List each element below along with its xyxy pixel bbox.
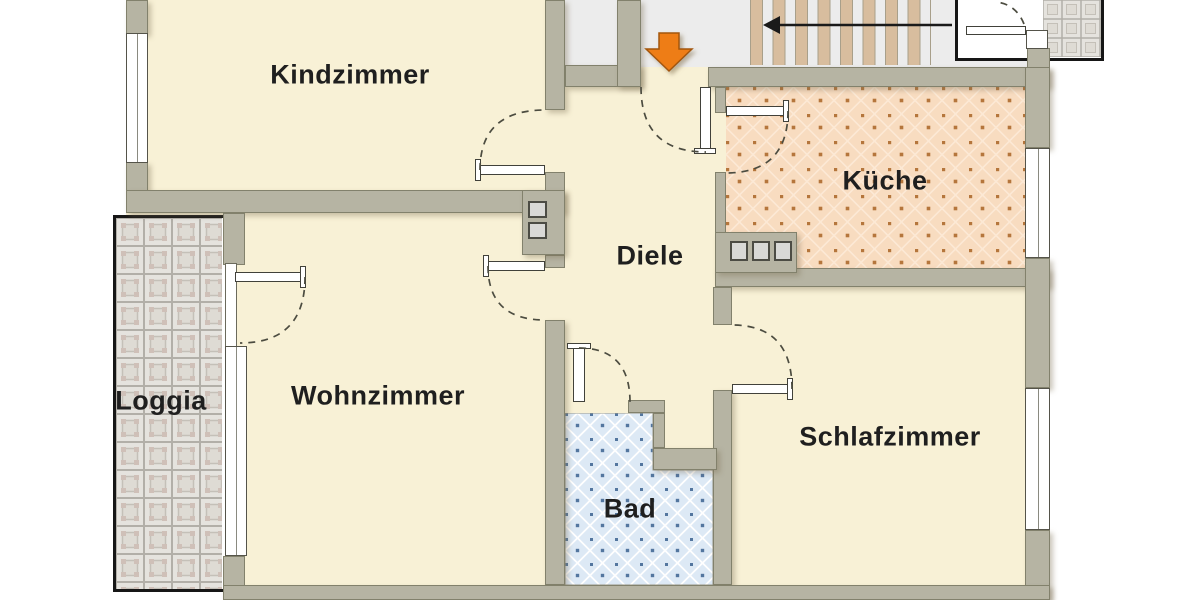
room-label-kindzimmer: Kindzimmer [270,59,430,90]
wall [653,413,665,448]
room-label-wohnzimmer: Wohnzimmer [290,380,466,411]
duct-shaft [522,190,565,255]
window-glass-line [236,347,237,555]
door-frame-mark [300,266,306,288]
window [1025,388,1050,530]
wall [545,320,565,585]
balcony-tiles [1043,0,1101,57]
wall [713,390,732,585]
room-bad-floor [565,413,713,585]
window [1026,30,1048,49]
staircase [750,0,931,65]
door-frame-mark [483,255,489,277]
door-leaf-entrance [700,87,711,153]
window-glass-line [1037,389,1039,529]
door-leaf-bad [573,348,585,402]
door-frame-mark [783,100,789,122]
wall [713,287,732,325]
wall [126,0,148,34]
wall [126,190,565,213]
door-frame-mark [694,148,716,154]
wall [708,67,1050,87]
wall [545,255,565,268]
shaft-opening [528,201,547,218]
room-label-loggia: Loggia [115,385,207,416]
wall [628,400,665,413]
duct-shaft [715,232,797,273]
window [1025,148,1050,258]
door-frame-mark [787,378,793,400]
door-frame-mark [475,159,481,181]
wall [223,585,1050,600]
wall [545,0,565,110]
wall [545,172,565,191]
shaft-opening [528,222,547,239]
shaft-opening [730,241,748,261]
door-leaf-kueche [726,106,788,116]
room-label-bad: Bad [603,493,657,524]
door-leaf-loggia [235,272,305,282]
door-frame-mark [567,343,591,349]
room-label-diele: Diele [616,240,684,271]
door-leaf-schlafzimmer [732,384,792,394]
wall [1027,48,1050,68]
wall [653,448,717,470]
wall [715,172,726,233]
wall [126,162,148,192]
room-kindzimmer [148,0,545,190]
window [225,346,247,556]
shaft-opening [774,241,792,261]
room-label-kueche: Küche [842,165,928,196]
window [126,33,148,163]
window-glass-line [1037,149,1039,257]
wall [223,213,245,265]
window-glass-line [137,34,138,162]
wall [715,87,726,113]
door-leaf-kindzimmer [480,165,545,175]
door-leaf-wohnzimmer [488,261,545,271]
wall [223,556,245,586]
door-leaf-balcony [966,26,1026,35]
wall [1025,67,1050,148]
wall [1025,258,1050,388]
room-label-schlafzimmer: Schlafzimmer [799,421,981,452]
room-loggia-floor [116,218,222,589]
shaft-opening [752,241,770,261]
wall [617,0,641,87]
